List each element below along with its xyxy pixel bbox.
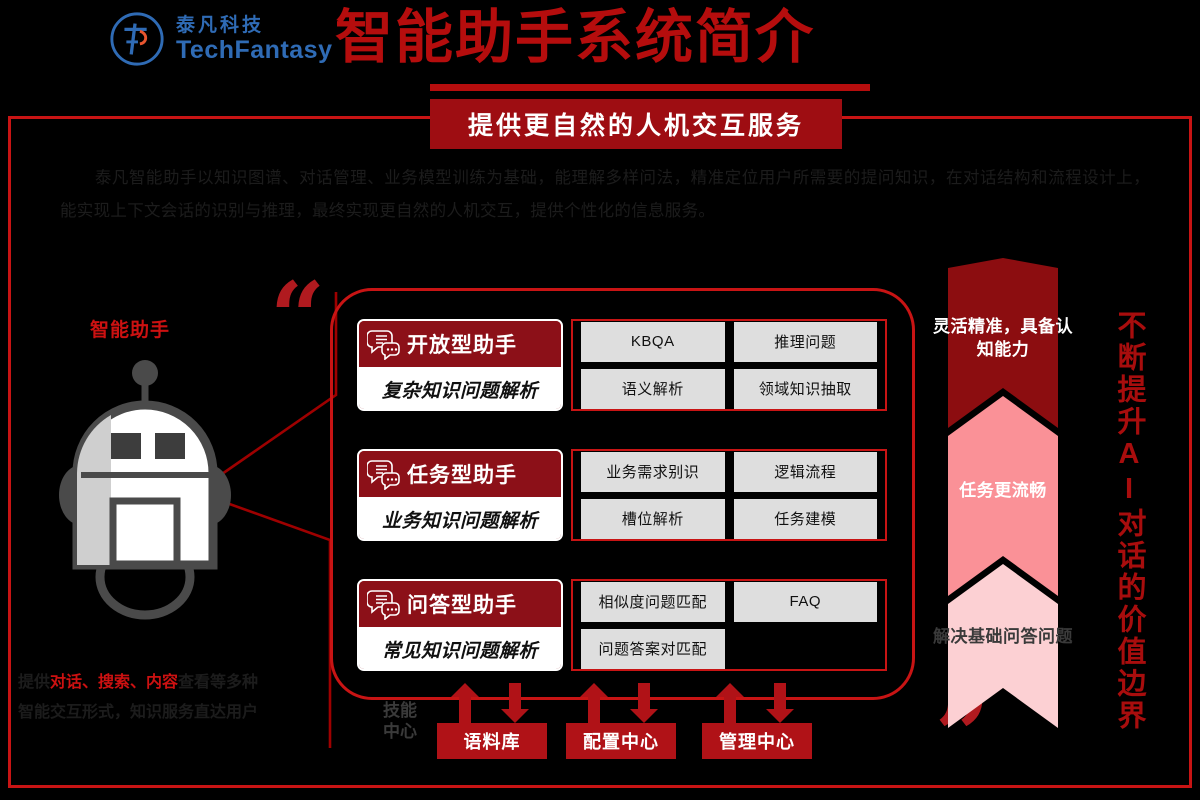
assistant-card-open[interactable]: 开放型助手 复杂知识问题解析 KBQA 推理问题 语义解析 领域知识抽取	[357, 319, 887, 411]
assistant-card-label: 任务型助手 业务知识问题解析	[357, 449, 563, 541]
subtitle-ribbon-label: 提供更自然的人机交互服务	[467, 112, 804, 140]
skill-center-item-corpus[interactable]: 语料库	[437, 723, 547, 759]
tag-item[interactable]: 推理问题	[733, 321, 877, 362]
assistant-card-label: 问答型助手 常见知识问题解析	[357, 579, 563, 671]
robot-label: 智能助手	[90, 320, 171, 341]
skill-center-label-line1: 技能	[383, 701, 417, 720]
assistant-card-title: 问答型助手	[407, 594, 517, 617]
assistant-cards-container: 开放型助手 复杂知识问题解析 KBQA 推理问题 语义解析 领域知识抽取	[330, 288, 915, 700]
assistant-card-header: 任务型助手	[359, 451, 561, 497]
robot-caption-part1: 提供	[18, 674, 51, 691]
robot-caption: 提供对话、搜索、内容查看等多种 智能交互形式，知识服务直达用户	[18, 668, 328, 727]
benefit-chevron-stack: 灵活精准，具备认知能力 任务更流畅 解决基础问答问题	[928, 258, 1078, 758]
skill-center-item-box: 语料库	[437, 723, 547, 759]
assistant-card-subtitle: 业务知识问题解析	[381, 510, 538, 532]
skill-center-item-box: 管理中心	[702, 723, 812, 759]
assistant-card-label: 开放型助手 复杂知识问题解析	[357, 319, 563, 411]
chevron-label-3: 解决基础问答问题	[933, 627, 1073, 646]
tag-item[interactable]: 相似度问题匹配	[581, 581, 725, 622]
skill-center-label: 技能 中心	[372, 700, 428, 743]
skill-center-item-config[interactable]: 配置中心	[566, 723, 676, 759]
assistant-card-task[interactable]: 任务型助手 业务知识问题解析 业务需求别识 逻辑流程 槽位解析 任务建模	[357, 449, 887, 541]
assistant-card-subtitle-wrap: 业务知识问题解析	[359, 497, 561, 539]
assistant-card-header: 开放型助手	[359, 321, 561, 367]
intro-text: 泰凡智能助手以知识图谱、对话管理、业务模型训练为基础，能理解多样问法，精准定位用…	[60, 169, 1150, 220]
chevron-label-2: 任务更流畅	[959, 481, 1047, 500]
chevron-shapes	[948, 258, 1058, 728]
skill-center-item-box: 配置中心	[566, 723, 676, 759]
skill-center-item-manage[interactable]: 管理中心	[702, 723, 812, 759]
chat-bubbles-icon	[367, 590, 400, 620]
skill-arrows-corpus	[451, 683, 529, 723]
assistant-card-subtitle: 复杂知识问题解析	[381, 380, 538, 402]
assistant-card-title: 任务型助手	[407, 464, 517, 487]
skill-arrows-config	[580, 683, 658, 723]
tag-item[interactable]: KBQA	[581, 321, 725, 362]
tag-item[interactable]: 任务建模	[733, 498, 877, 539]
tag-item[interactable]: 槽位解析	[581, 498, 725, 539]
skill-center-label-line2: 中心	[383, 722, 417, 742]
assistant-card-subtitle-wrap: 复杂知识问题解析	[359, 367, 561, 409]
assistant-card-qa[interactable]: 问答型助手 常见知识问题解析 相似度问题匹配 FAQ 问题答案对匹配	[357, 579, 887, 671]
assistant-card-tags: 相似度问题匹配 FAQ 问题答案对匹配	[571, 579, 887, 671]
tf-monogram-circle-icon	[110, 12, 164, 66]
skill-center-item-label: 语料库	[463, 732, 521, 752]
assistant-card-subtitle-wrap: 常见知识问题解析	[359, 627, 561, 669]
brand-name-en: TechFantasy	[176, 35, 333, 64]
intro-paragraph: 泰凡智能助手以知识图谱、对话管理、业务模型训练为基础，能理解多样问法，精准定位用…	[60, 162, 1150, 228]
assistant-card-header: 问答型助手	[359, 581, 561, 627]
vertical-tagline: 不断提升AI对话的价值边界	[1113, 310, 1145, 732]
quote-open-icon: “	[270, 261, 326, 374]
tag-item-empty	[734, 629, 878, 669]
robot-caption-highlight: 对话、搜索、内容	[50, 674, 179, 691]
brand-name-cn: 泰凡科技	[176, 14, 265, 36]
assistant-card-tags: KBQA 推理问题 语义解析 领域知识抽取	[571, 319, 887, 411]
assistant-card-tags: 业务需求别识 逻辑流程 槽位解析 任务建模	[571, 449, 887, 541]
assistant-card-subtitle: 常见知识问题解析	[381, 640, 538, 662]
assistant-card-title: 开放型助手	[407, 334, 517, 357]
skill-center-item-label: 管理中心	[719, 732, 795, 752]
robot-caption-part3: 查看等多种	[178, 674, 259, 691]
subtitle-ribbon: 提供更自然的人机交互服务	[430, 99, 842, 149]
tag-item[interactable]: 语义解析	[581, 368, 725, 409]
chat-bubbles-icon	[367, 330, 400, 360]
page-title: 智能助手系统简介	[335, 3, 816, 71]
skill-arrows-manage	[716, 683, 794, 723]
robot-icon	[59, 360, 231, 620]
tag-item[interactable]: 问题答案对匹配	[581, 628, 725, 669]
skill-center-item-label: 配置中心	[583, 732, 659, 752]
tag-item[interactable]: 业务需求别识	[581, 451, 725, 492]
chat-bubbles-icon	[367, 460, 400, 490]
tag-item[interactable]: FAQ	[733, 581, 877, 622]
chevron-label-1: 灵活精准，具备认知能力	[933, 317, 1073, 359]
title-underline	[430, 84, 870, 91]
tag-item[interactable]: 领域知识抽取	[733, 368, 877, 409]
tag-item[interactable]: 逻辑流程	[733, 451, 877, 492]
robot-caption-part4: 智能交互形式，知识服务直达用户	[18, 703, 259, 721]
brand-logo: 泰凡科技 TechFantasy	[108, 10, 332, 68]
